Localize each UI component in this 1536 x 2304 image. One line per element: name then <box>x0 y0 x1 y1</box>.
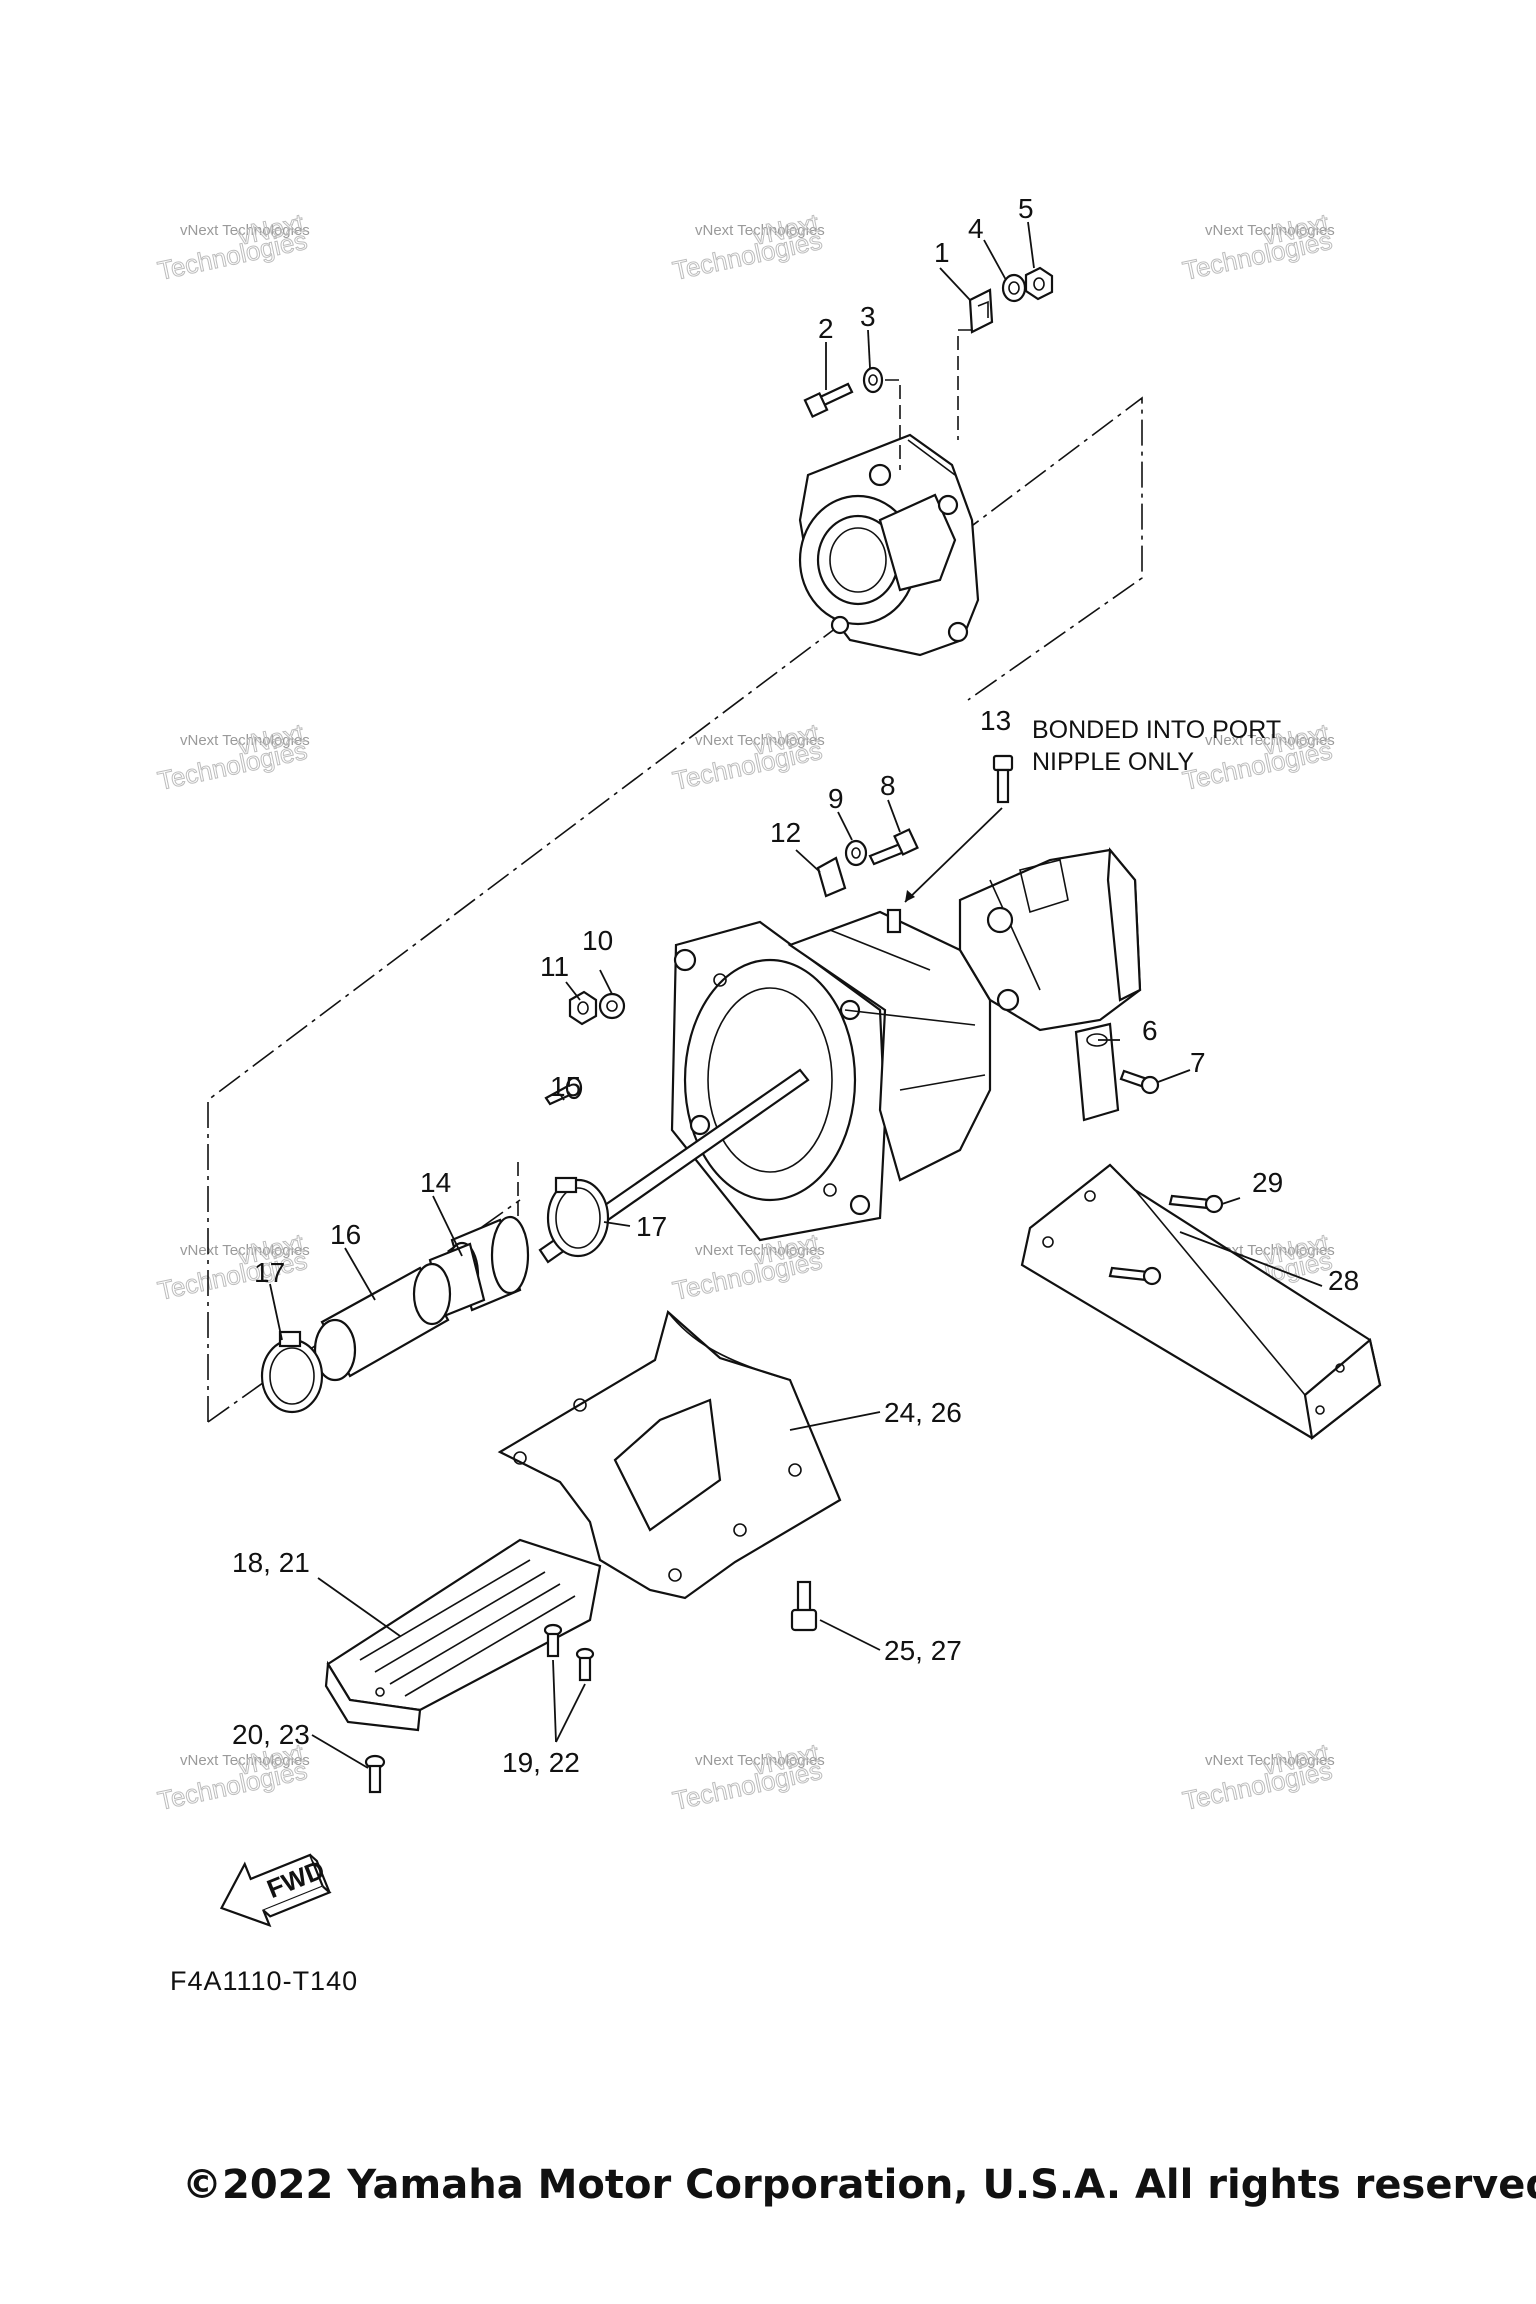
copyright-notice: ©2022 Yamaha Motor Corporation, U.S.A. A… <box>182 2162 1536 2208</box>
clamp-17-left <box>260 1330 324 1414</box>
bearing-housing <box>798 433 980 657</box>
svg-text:vNext Technologies: vNext Technologies <box>695 222 825 239</box>
watermark: vNext Technologies Technologies vNext <box>1180 1737 1336 1816</box>
svg-text:vNext Technologies: vNext Technologies <box>695 732 825 749</box>
callout-18-21: 18, 21 <box>232 1547 310 1578</box>
hose-16 <box>313 1262 452 1382</box>
bolt-2 <box>803 382 854 418</box>
svg-text:vNext Technologies: vNext Technologies <box>1205 222 1335 239</box>
callout-14: 14 <box>420 1167 451 1198</box>
bonding-note: BONDED INTO PORT NIPPLE ONLY <box>1032 716 1281 776</box>
screw-29-b <box>1108 1266 1162 1286</box>
callout-17-right: 17 <box>636 1211 667 1242</box>
watermark: vNext Technologies Technologies vNext <box>670 1227 826 1306</box>
svg-text:vNext Technologies: vNext Technologies <box>180 222 310 239</box>
jet-pump-housing <box>670 847 1142 1242</box>
callout-17-left: 17 <box>254 1257 285 1288</box>
nut-11 <box>568 990 598 1026</box>
callout-29: 29 <box>1252 1167 1283 1198</box>
watermark: vNext Technologies Technologies vNext <box>155 717 311 796</box>
watermark: vNext Technologies Technologies vNext <box>670 1737 826 1816</box>
cover-28 <box>1020 1163 1382 1441</box>
watermark: vNext Technologies Technologies vNext <box>670 717 826 796</box>
screw-7 <box>1119 1069 1160 1095</box>
callout-28: 28 <box>1328 1265 1359 1296</box>
callout-4: 4 <box>968 213 984 244</box>
svg-text:vNext Technologies: vNext Technologies <box>695 1242 825 1259</box>
bolt-25-27 <box>790 1580 818 1632</box>
svg-text:vNext Technologies: vNext Technologies <box>180 732 310 749</box>
callout-10: 10 <box>582 925 613 956</box>
intake-duct-24-26 <box>497 1310 842 1600</box>
screw-19-22-a <box>543 1623 563 1658</box>
callout-16: 16 <box>330 1219 361 1250</box>
figure-code: F4A1110-T140 <box>170 1966 358 1996</box>
screw-15 <box>544 1076 583 1106</box>
callout-1: 1 <box>934 237 950 268</box>
plate-6 <box>1074 1022 1120 1122</box>
washer-9 <box>844 839 868 867</box>
svg-text:vNext Technologies: vNext Technologies <box>1205 732 1335 749</box>
washer-3 <box>862 366 884 394</box>
note-line-2: NIPPLE ONLY <box>1032 748 1194 776</box>
screw-13 <box>992 754 1014 804</box>
screw-20-23 <box>364 1754 386 1794</box>
callout-6: 6 <box>1142 1015 1158 1046</box>
callout-24-26: 24, 26 <box>884 1397 962 1428</box>
svg-text:vNext Technologies: vNext Technologies <box>1205 1752 1335 1769</box>
callout-11: 11 <box>540 951 569 982</box>
svg-text:vNext Technologies: vNext Technologies <box>180 1752 310 1769</box>
bolt-8 <box>868 828 919 866</box>
callout-5: 5 <box>1018 193 1034 224</box>
watermark: vNext Technologies Technologies vNext <box>155 207 311 286</box>
plate-1 <box>968 288 994 334</box>
callout-7: 7 <box>1190 1047 1206 1078</box>
callout-2: 2 <box>818 313 834 344</box>
callout-8: 8 <box>880 770 896 801</box>
callout-19-22: 19, 22 <box>502 1747 580 1778</box>
callout-labels: 1 2 3 4 5 6 7 8 9 10 11 12 13 14 15 16 1… <box>232 193 1359 1778</box>
svg-text:vNext Technologies: vNext Technologies <box>180 1242 310 1259</box>
watermark: vNext Technologies Technologies vNext <box>1180 207 1336 286</box>
leader-lines <box>269 221 1323 1769</box>
callout-9: 9 <box>828 783 844 814</box>
grate-18-21 <box>324 1538 602 1732</box>
callout-13: 13 <box>980 705 1011 736</box>
callout-25-27: 25, 27 <box>884 1635 962 1666</box>
callout-3: 3 <box>860 301 876 332</box>
washer-10 <box>598 992 626 1020</box>
screw-29-a <box>1168 1194 1224 1214</box>
callout-20-23: 20, 23 <box>232 1719 310 1750</box>
screw-19-22-b <box>575 1647 595 1682</box>
svg-text:vNext Technologies: vNext Technologies <box>695 1752 825 1769</box>
callout-12: 12 <box>770 817 801 848</box>
clamp-17-right <box>546 1176 610 1258</box>
callout-15: 15 <box>550 1071 581 1102</box>
fwd-arrow-icon: FWD <box>219 1853 332 1928</box>
watermark: vNext Technologies Technologies vNext <box>670 207 826 286</box>
plate-12 <box>816 856 847 898</box>
nut-5 <box>1024 266 1054 301</box>
watermark: vNext Technologies Technologies vNext <box>155 1227 311 1306</box>
note-line-1: BONDED INTO PORT <box>1032 716 1281 744</box>
coupler-14 <box>428 1215 530 1318</box>
